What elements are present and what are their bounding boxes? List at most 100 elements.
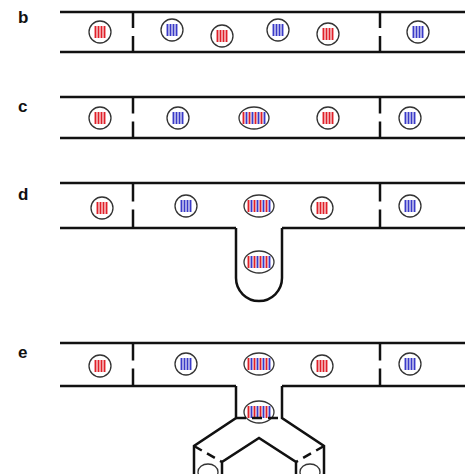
chromosome-stripe	[273, 24, 275, 36]
panel-letter: c	[18, 98, 27, 115]
chromosome-stripe	[182, 112, 184, 124]
chromosome-stripe	[254, 358, 256, 370]
chromosome-stripe	[422, 26, 424, 38]
chromosome-stripe	[317, 360, 319, 372]
red-nucleus	[317, 23, 339, 45]
mixed-nucleus	[244, 251, 274, 273]
chromosome-stripe	[251, 200, 253, 212]
chromosome-stripe	[260, 256, 262, 268]
septum	[132, 97, 135, 114]
red-nucleus	[91, 197, 113, 219]
nuclear-envelope	[267, 19, 289, 41]
chromosome-stripe	[408, 112, 410, 124]
chromosome-stripe	[264, 112, 266, 124]
chromosome-stripe	[266, 358, 268, 370]
chromosome-stripe	[176, 24, 178, 36]
chromosome-stripe	[263, 358, 265, 370]
chromosome-stripe	[323, 28, 325, 40]
chromosome-stripe	[226, 30, 228, 42]
chromosome-stripe	[266, 406, 268, 418]
chromosome-stripe	[255, 112, 257, 124]
chromosome-stripe	[190, 200, 192, 212]
mixed-nucleus	[244, 353, 274, 375]
chromosome-stripe	[167, 24, 169, 36]
chromosome-stripe	[101, 26, 103, 38]
septum	[132, 36, 135, 52]
chromosome-stripe	[251, 406, 253, 418]
chromosome-stripe	[332, 112, 334, 124]
chromosome-stripe	[263, 406, 265, 418]
chromosome-stripe	[97, 202, 99, 214]
chromosome-stripe	[323, 112, 325, 124]
chromosome-stripe	[101, 360, 103, 372]
chromosome-stripe	[248, 256, 250, 268]
chromosome-stripe	[248, 200, 250, 212]
hypha-wall	[60, 51, 465, 54]
chromosome-stripe	[170, 24, 172, 36]
chromosome-stripe	[187, 358, 189, 370]
septum	[132, 210, 135, 229]
red-nucleus	[311, 197, 333, 219]
mixed-nucleus	[239, 107, 269, 129]
chromosome-stripe	[414, 200, 416, 212]
chromosome-stripe	[251, 256, 253, 268]
blue-nucleus	[399, 353, 421, 375]
chromosome-stripe	[414, 358, 416, 370]
hypha-wall	[60, 227, 236, 230]
chromosome-stripe	[106, 202, 108, 214]
chromosome-stripe	[249, 112, 251, 124]
chromosome-stripe	[254, 256, 256, 268]
chromosome-stripe	[179, 112, 181, 124]
hypha-wall	[282, 385, 465, 388]
nuclear-envelope	[161, 19, 183, 41]
chromosome-stripe	[411, 112, 413, 124]
chromosome-stripe	[263, 256, 265, 268]
chromosome-stripe	[269, 358, 271, 370]
red-nucleus	[211, 25, 233, 47]
chromosome-stripe	[223, 30, 225, 42]
chromosome-stripe	[411, 358, 413, 370]
chromosome-stripe	[405, 358, 407, 370]
hypha-wall	[60, 137, 465, 140]
chromosome-stripe	[405, 112, 407, 124]
chromosome-stripe	[326, 360, 328, 372]
blue-nucleus	[167, 107, 189, 129]
septum	[379, 36, 382, 52]
chromosome-stripe	[419, 26, 421, 38]
chromosome-stripe	[251, 358, 253, 370]
chromosome-stripe	[408, 358, 410, 370]
chromosome-stripe	[323, 202, 325, 214]
nuclear-envelope	[175, 353, 197, 375]
red-nucleus	[89, 21, 111, 43]
chromosome-stripe	[260, 200, 262, 212]
nuclear-envelope	[244, 251, 274, 273]
chromosome-stripe	[100, 202, 102, 214]
red-nucleus	[317, 107, 339, 129]
chromosome-stripe	[98, 26, 100, 38]
nuclear-envelope	[300, 464, 320, 474]
chromosome-stripe	[266, 200, 268, 212]
blue-nucleus	[161, 19, 183, 41]
chromosome-stripe	[257, 256, 259, 268]
septum	[236, 417, 282, 420]
red-nucleus	[89, 107, 111, 129]
chromosome-stripe	[269, 256, 271, 268]
chromosome-stripe	[95, 112, 97, 124]
nuclear-envelope	[89, 107, 111, 129]
chromosome-stripe	[320, 360, 322, 372]
septum	[132, 369, 135, 387]
chromosome-stripe	[184, 358, 186, 370]
chromosome-stripe	[187, 200, 189, 212]
chromosome-stripe	[326, 202, 328, 214]
chromosome-stripe	[257, 358, 259, 370]
red-nucleus	[311, 355, 333, 377]
chromosome-stripe	[416, 26, 418, 38]
septum	[379, 369, 382, 387]
red-nucleus	[89, 355, 111, 377]
nuclear-envelope	[407, 21, 429, 43]
septum	[296, 446, 324, 462]
chromosome-stripe	[329, 112, 331, 124]
hypha-wall	[60, 96, 465, 99]
nuclear-envelope	[239, 107, 269, 129]
